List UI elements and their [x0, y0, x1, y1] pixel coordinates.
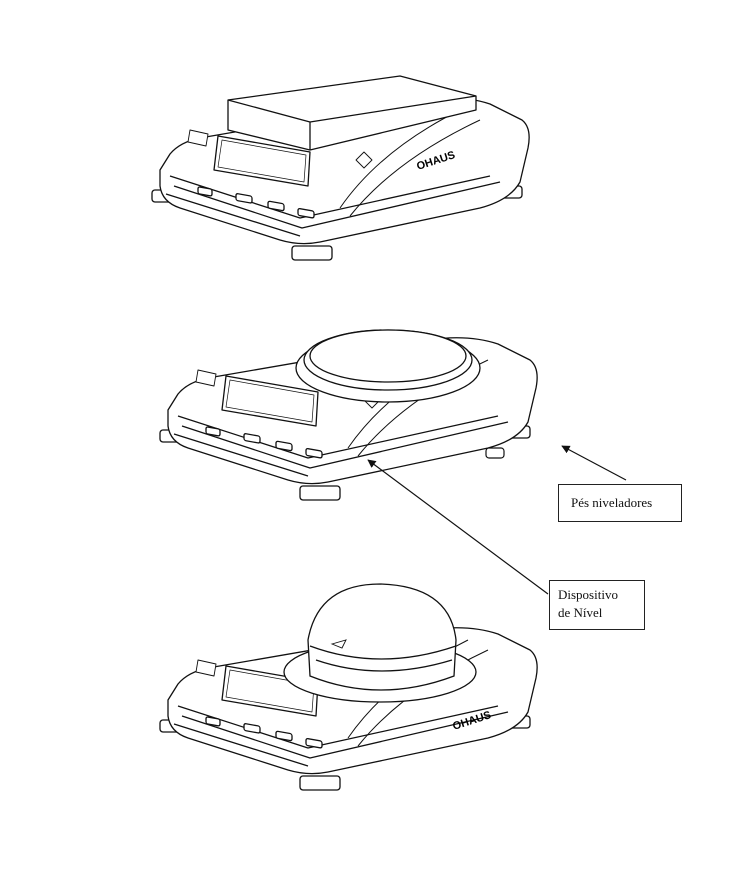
callout-leveling-feet: Pés niveladores [558, 484, 682, 522]
callout-level-device-line2: de Nível [558, 605, 603, 620]
callout-level-device: Dispositivo de Nível [549, 580, 645, 630]
scale-with-draft-shield: OHAUS [159, 583, 538, 791]
arrow-leveling-feet [561, 445, 627, 481]
callout-level-device-line1: Dispositivo [558, 587, 618, 602]
callout-leveling-feet-label: Pés niveladores [571, 495, 653, 510]
scale-rectangular-pan: OHAUS [151, 75, 530, 261]
scale-round-pan [159, 329, 538, 501]
arrow-level-device [367, 459, 549, 595]
